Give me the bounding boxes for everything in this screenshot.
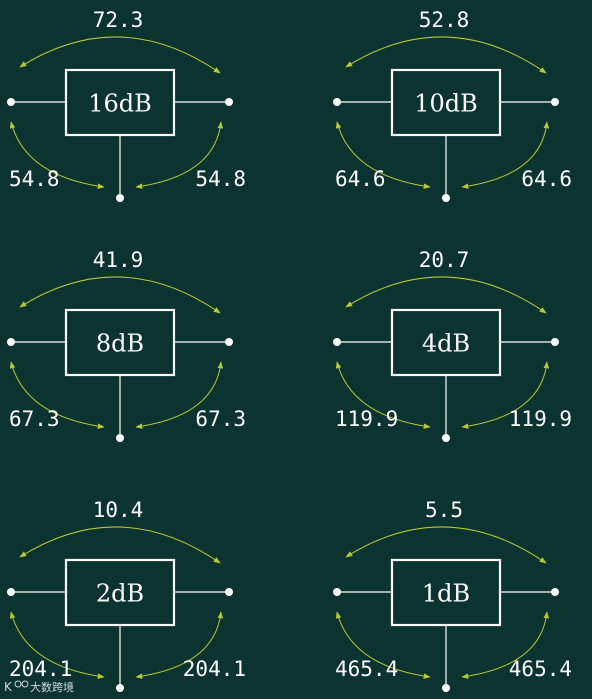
attenuation-label: 1dB xyxy=(422,580,470,608)
svg-text:K: K xyxy=(4,680,13,694)
ground-terminal xyxy=(442,434,450,442)
input-terminal xyxy=(333,588,341,596)
series-resistance-value: 10.4 xyxy=(93,498,144,522)
left-arc-arrow xyxy=(335,611,431,679)
left-shunt-resistance-value: 64.6 xyxy=(335,167,386,191)
right-shunt-resistance-value: 119.9 xyxy=(509,407,572,431)
attenuator-cell: 2dB 10.4 204.1 204.1 xyxy=(7,498,246,692)
right-arc-arrow xyxy=(135,361,224,429)
left-arc-arrow xyxy=(9,361,105,429)
right-arc-arrow xyxy=(461,361,550,429)
top-arc-arrow xyxy=(345,526,547,564)
ground-terminal xyxy=(442,194,450,202)
attenuator-cell: 1dB 5.5 465.4 465.4 xyxy=(333,498,572,692)
top-arc-arrow xyxy=(19,276,221,314)
attenuation-label: 2dB xyxy=(96,580,144,608)
left-arc-arrow xyxy=(9,611,105,679)
input-terminal xyxy=(7,588,15,596)
series-resistance-value: 72.3 xyxy=(93,8,144,32)
right-shunt-resistance-value: 67.3 xyxy=(195,407,246,431)
attenuation-label: 4dB xyxy=(422,330,470,358)
right-arc-arrow xyxy=(461,611,550,679)
left-arc-arrow xyxy=(335,121,431,189)
right-shunt-resistance-value: 465.4 xyxy=(509,657,572,681)
output-terminal xyxy=(225,338,233,346)
attenuator-cell: 10dB 52.8 64.6 64.6 xyxy=(333,8,572,202)
attenuation-label: 8dB xyxy=(96,330,144,358)
watermark-logo: K xyxy=(4,680,29,694)
left-shunt-resistance-value: 465.4 xyxy=(335,657,398,681)
top-arc-arrow xyxy=(19,526,221,564)
top-arc-arrow xyxy=(345,36,547,74)
input-terminal xyxy=(333,338,341,346)
output-terminal xyxy=(225,98,233,106)
attenuator-cell: 8dB 41.9 67.3 67.3 xyxy=(7,248,246,442)
attenuation-label: 16dB xyxy=(88,90,152,118)
attenuator-cell: 16dB 72.3 54.8 54.8 xyxy=(7,8,246,202)
top-arc-arrow xyxy=(345,276,547,314)
right-shunt-resistance-value: 54.8 xyxy=(195,167,246,191)
input-terminal xyxy=(333,98,341,106)
series-resistance-value: 5.5 xyxy=(425,498,463,522)
input-terminal xyxy=(7,338,15,346)
left-arc-arrow xyxy=(9,121,105,189)
output-terminal xyxy=(551,98,559,106)
left-shunt-resistance-value: 204.1 xyxy=(9,657,72,681)
right-arc-arrow xyxy=(135,121,224,189)
left-shunt-resistance-value: 119.9 xyxy=(335,407,398,431)
ground-terminal xyxy=(116,194,124,202)
watermark: K 大数跨境 xyxy=(4,680,74,694)
ground-terminal xyxy=(116,434,124,442)
right-shunt-resistance-value: 64.6 xyxy=(521,167,572,191)
left-arc-arrow xyxy=(335,361,431,429)
top-arc-arrow xyxy=(19,36,221,74)
left-shunt-resistance-value: 67.3 xyxy=(9,407,60,431)
right-shunt-resistance-value: 204.1 xyxy=(183,657,246,681)
left-shunt-resistance-value: 54.8 xyxy=(9,167,60,191)
series-resistance-value: 20.7 xyxy=(419,248,470,272)
attenuator-cell: 4dB 20.7 119.9 119.9 xyxy=(333,248,572,442)
attenuation-label: 10dB xyxy=(414,90,478,118)
ground-terminal xyxy=(442,684,450,692)
output-terminal xyxy=(551,588,559,596)
series-resistance-value: 41.9 xyxy=(93,248,144,272)
output-terminal xyxy=(551,338,559,346)
ground-terminal xyxy=(116,684,124,692)
right-arc-arrow xyxy=(135,611,224,679)
output-terminal xyxy=(225,588,233,596)
input-terminal xyxy=(7,98,15,106)
right-arc-arrow xyxy=(461,121,550,189)
watermark-text: 大数跨境 xyxy=(30,680,74,694)
series-resistance-value: 52.8 xyxy=(419,8,470,32)
